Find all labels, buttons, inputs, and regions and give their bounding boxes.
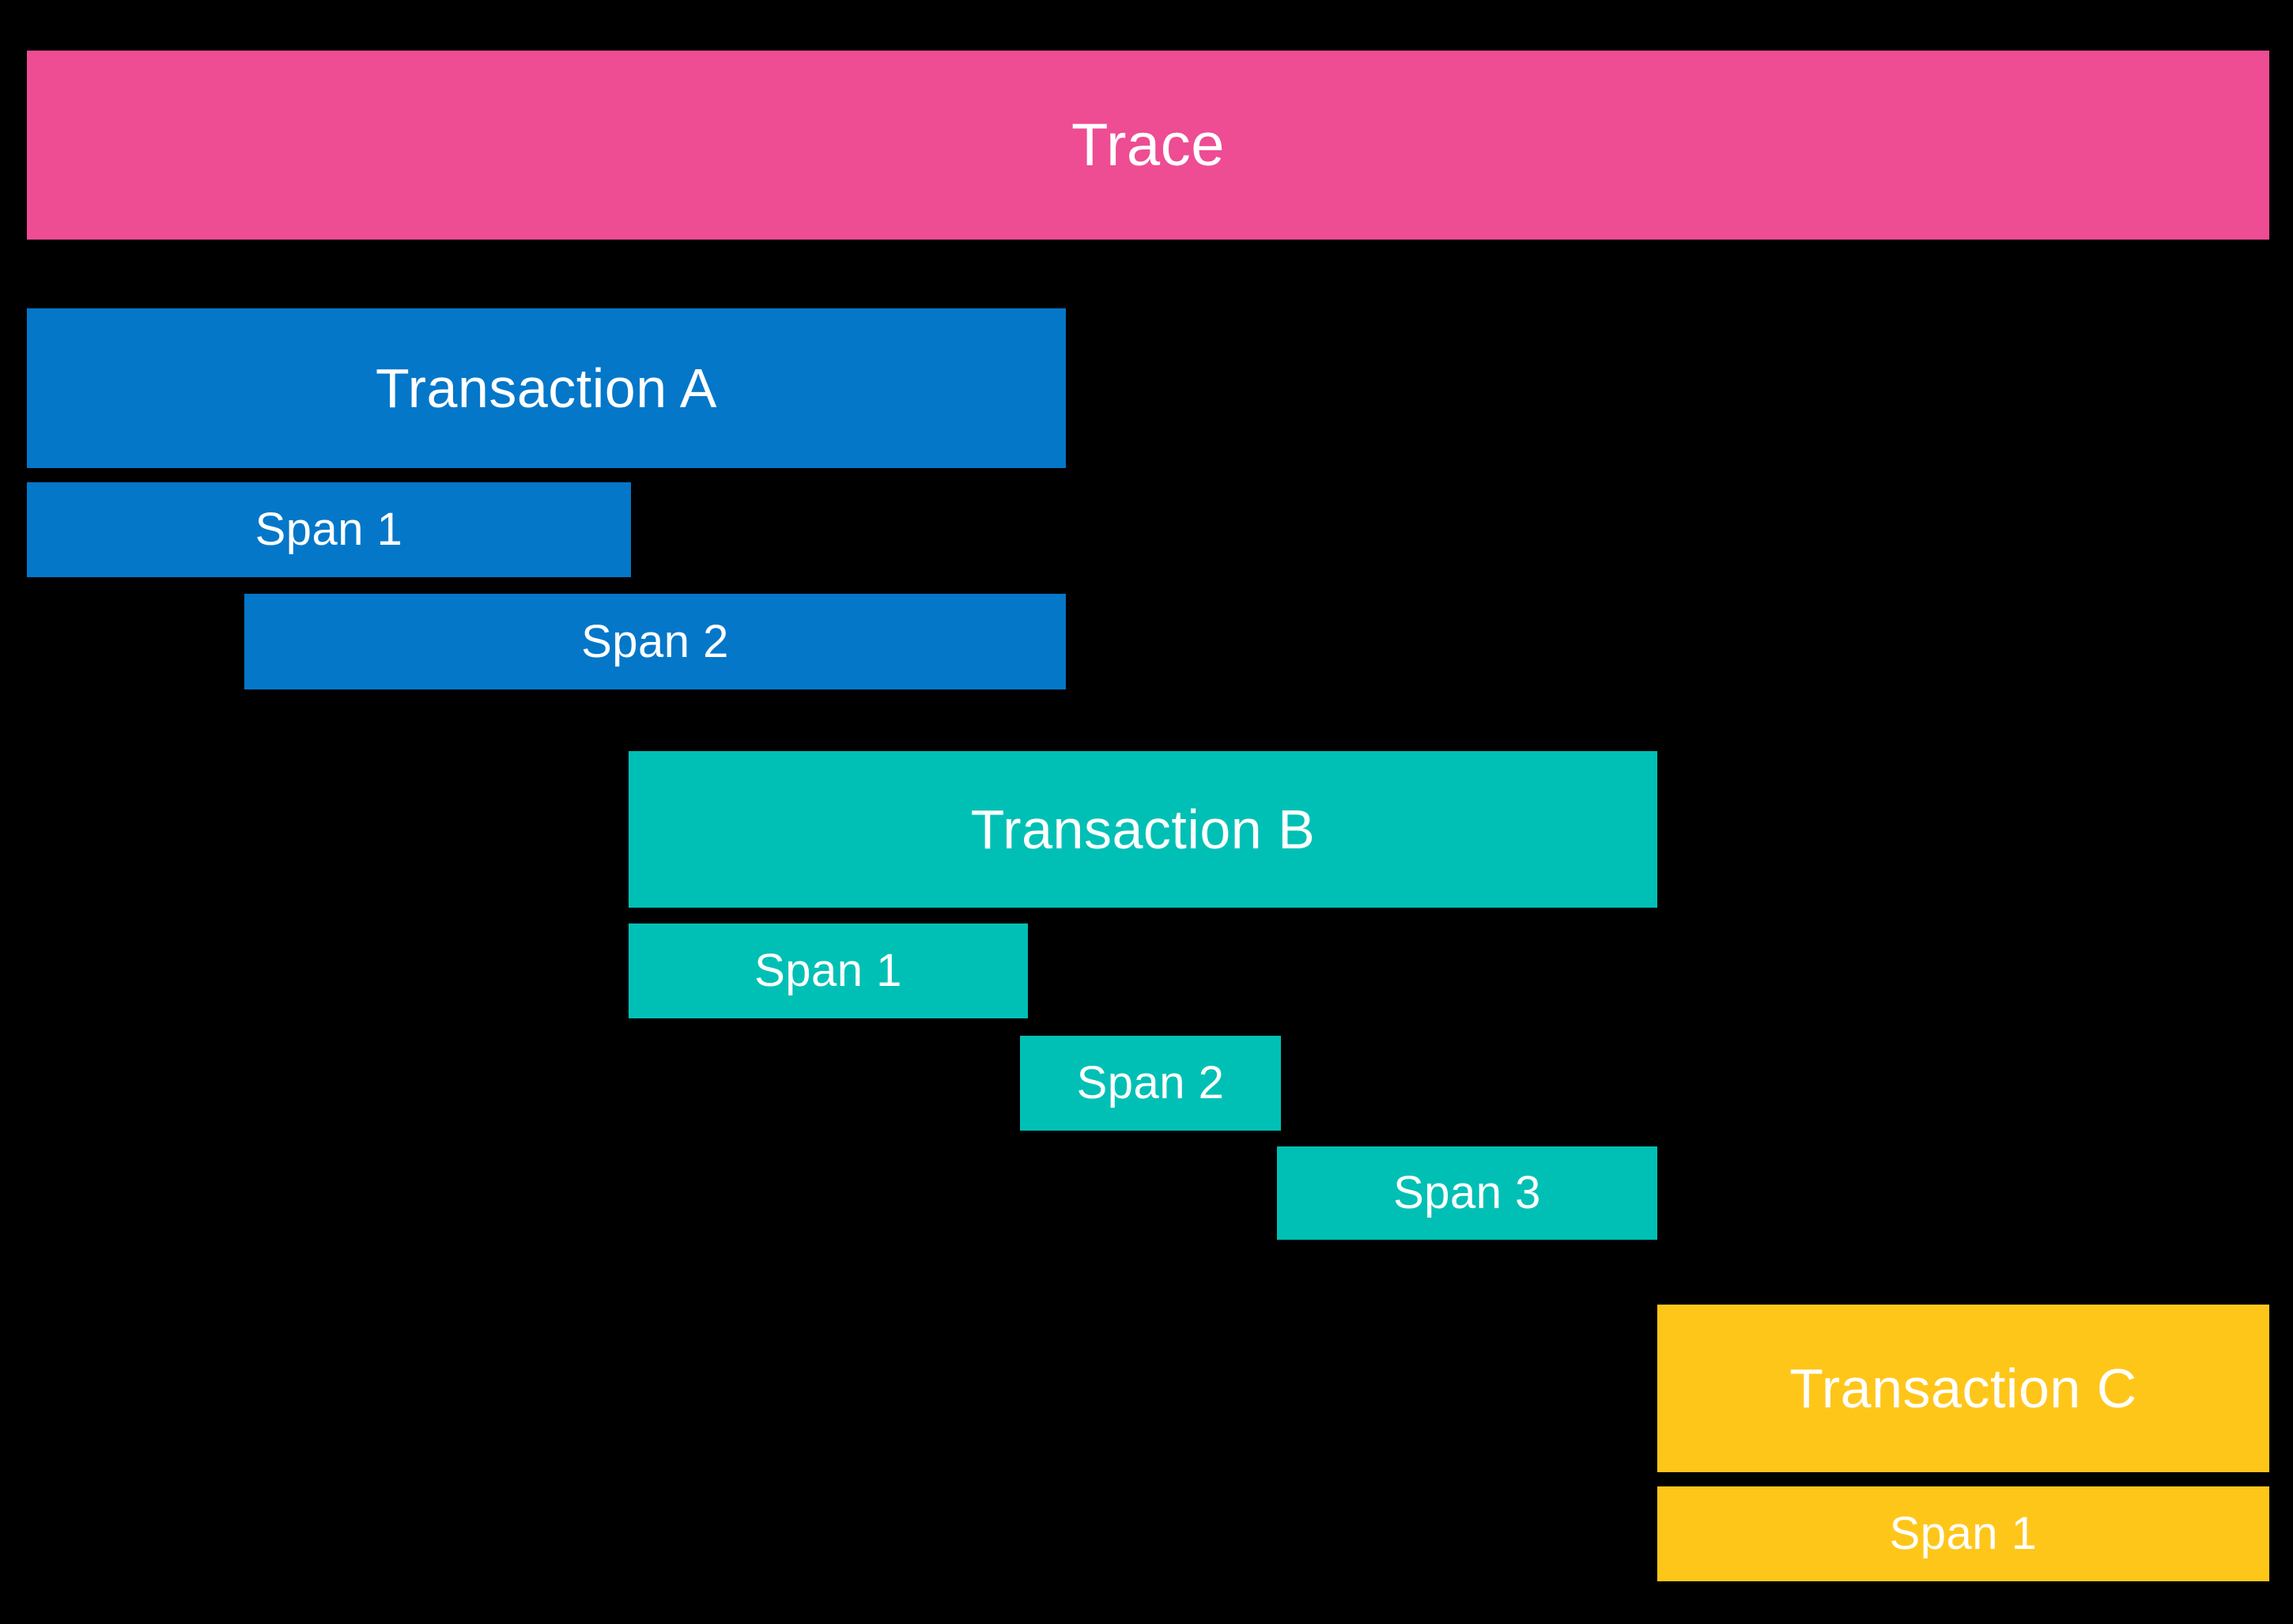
transaction-a-span-2-label: Span 2 bbox=[581, 615, 729, 667]
transaction-b-span-1-label: Span 1 bbox=[754, 945, 902, 996]
bar-transaction-b-span-1: Span 1 bbox=[629, 923, 1028, 1018]
transaction-a-span-1-label: Span 1 bbox=[255, 504, 403, 555]
transaction-b-label: Transaction B bbox=[970, 799, 1316, 860]
trace-label: Trace bbox=[1071, 111, 1225, 179]
bar-transaction-b: Transaction B bbox=[629, 751, 1657, 908]
transaction-a-label: Transaction A bbox=[376, 357, 717, 419]
transaction-c-span-1-label: Span 1 bbox=[1889, 1508, 2038, 1559]
bar-transaction-c: Transaction C bbox=[1657, 1305, 2269, 1472]
transaction-c-label: Transaction C bbox=[1789, 1358, 2137, 1419]
bar-trace: Trace bbox=[27, 51, 2269, 240]
bar-transaction-b-span-3: Span 3 bbox=[1277, 1146, 1657, 1240]
bar-transaction-a-span-1: Span 1 bbox=[27, 482, 631, 577]
bar-transaction-a: Transaction A bbox=[27, 308, 1066, 468]
transaction-b-span-3-label: Span 3 bbox=[1393, 1167, 1541, 1218]
transaction-b-span-2-label: Span 2 bbox=[1076, 1057, 1225, 1108]
bar-transaction-a-span-2: Span 2 bbox=[244, 594, 1066, 689]
bar-transaction-b-span-2: Span 2 bbox=[1020, 1036, 1281, 1131]
bar-transaction-c-span-1: Span 1 bbox=[1657, 1486, 2269, 1581]
